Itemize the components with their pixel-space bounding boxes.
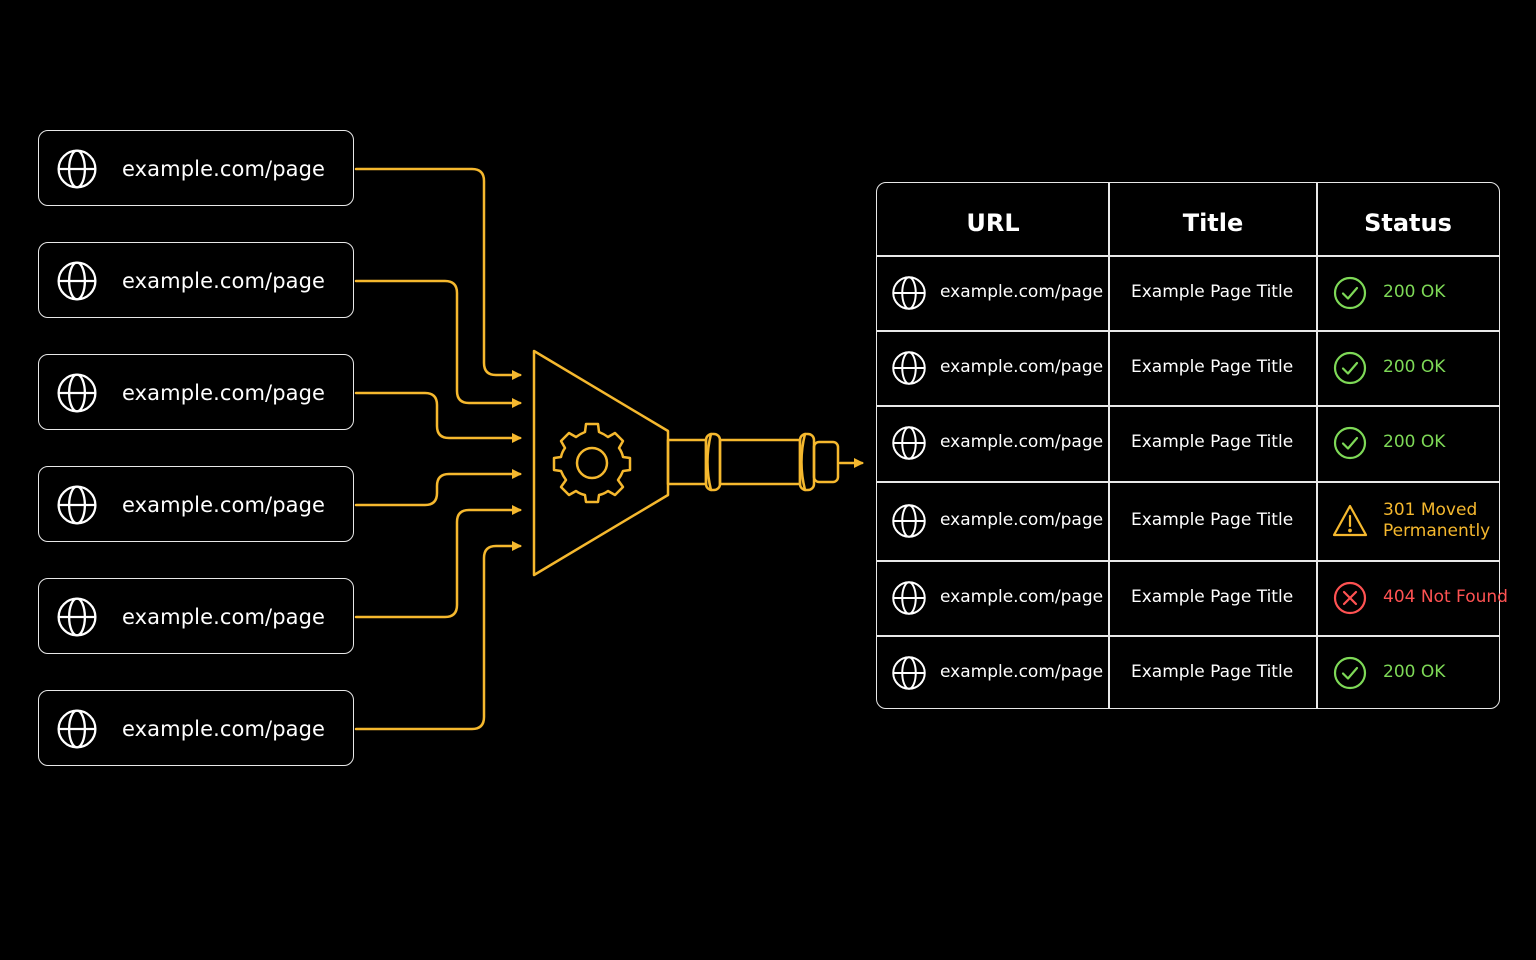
row-divider: [877, 635, 1499, 637]
input-url-label: example.com/page: [122, 717, 326, 741]
connector-2: [354, 279, 522, 408]
pipe-icon: [666, 432, 840, 492]
connector-6: [354, 541, 522, 731]
row-title: Example Page Title: [1131, 661, 1294, 682]
globe-icon: [891, 580, 927, 616]
connector-3: [354, 391, 522, 443]
input-url-label: example.com/page: [122, 157, 326, 181]
input-url-label: example.com/page: [122, 605, 326, 629]
connector-4: [354, 469, 522, 507]
status-text-line: 200 OK: [1383, 281, 1446, 302]
globe-icon: [891, 503, 927, 539]
row-status: 200 OK: [1383, 357, 1445, 378]
connector-1: [354, 167, 522, 380]
globe-icon: [56, 372, 98, 414]
check-circle-icon: [1332, 350, 1368, 386]
gear-icon: [552, 422, 632, 504]
input-url-box: example.com/page: [38, 578, 354, 654]
column-divider: [1316, 183, 1318, 708]
status-text-line: 301 Moved: [1383, 499, 1478, 520]
row-title: Example Page Title: [1131, 586, 1294, 607]
globe-icon: [56, 148, 98, 190]
column-header-title: Title: [1182, 209, 1244, 237]
row-url: example.com/page: [940, 509, 1104, 530]
input-url-box: example.com/page: [38, 242, 354, 318]
globe-icon: [56, 484, 98, 526]
row-url: example.com/page: [940, 356, 1104, 377]
globe-icon: [891, 655, 927, 691]
column-header-url: URL: [966, 209, 1020, 237]
funnel: [532, 349, 670, 577]
input-url-box: example.com/page: [38, 690, 354, 766]
row-url: example.com/page: [940, 661, 1104, 682]
globe-icon: [56, 708, 98, 750]
row-url: example.com/page: [940, 281, 1104, 302]
row-url: example.com/page: [940, 432, 1104, 452]
check-circle-icon: [1332, 655, 1368, 691]
globe-icon: [56, 260, 98, 302]
row-title: Example Page Title: [1131, 509, 1294, 530]
row-divider: [877, 560, 1499, 562]
row-title: Example Page Title: [1131, 281, 1294, 302]
row-status: 200 OK: [1383, 282, 1445, 303]
row-status: 200 OK: [1383, 662, 1445, 683]
check-circle-icon: [1332, 275, 1368, 311]
status-text-line: 200 OK: [1383, 661, 1446, 682]
column-divider: [1108, 183, 1110, 708]
input-url-label: example.com/page: [122, 381, 326, 405]
status-text-line: Permanently: [1383, 520, 1491, 541]
x-circle-icon: [1332, 580, 1368, 616]
row-status: 200 OK: [1383, 432, 1445, 453]
globe-icon: [56, 596, 98, 638]
globe-icon: [891, 350, 927, 386]
input-url-box: example.com/page: [38, 466, 354, 542]
globe-icon: [891, 275, 927, 311]
status-text-line: 200 OK: [1383, 356, 1446, 377]
header-divider: [877, 255, 1499, 257]
row-title: Example Page Title: [1131, 432, 1294, 452]
input-url-label: example.com/page: [122, 269, 326, 293]
column-header-status: Status: [1364, 209, 1452, 237]
globe-icon: [891, 425, 927, 461]
row-divider: [877, 481, 1499, 483]
connector-5: [354, 505, 522, 619]
row-status: 404 Not Found: [1383, 587, 1508, 608]
row-divider: [877, 405, 1499, 407]
status-text-line: 200 OK: [1383, 432, 1446, 452]
status-text-line: 404 Not Found: [1383, 586, 1508, 607]
row-url: example.com/page: [940, 586, 1104, 607]
row-title: Example Page Title: [1131, 356, 1294, 377]
input-url-label: example.com/page: [122, 493, 326, 517]
check-circle-icon: [1332, 425, 1368, 461]
warning-triangle-icon: [1332, 503, 1368, 539]
input-url-box: example.com/page: [38, 130, 354, 206]
input-url-box: example.com/page: [38, 354, 354, 430]
row-divider: [877, 330, 1499, 332]
